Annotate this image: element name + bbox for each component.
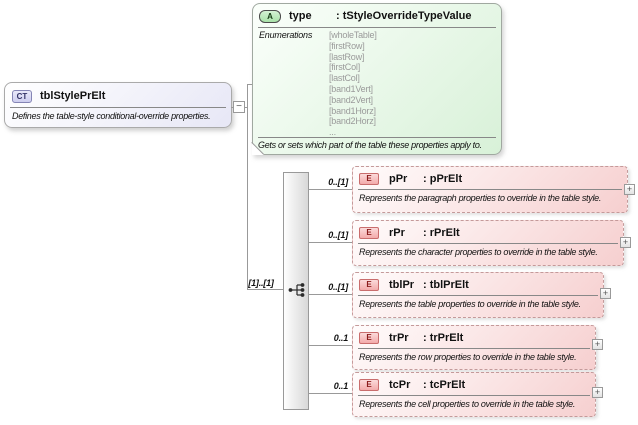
cardinality-label: 0..[1] [328, 177, 348, 187]
divider [10, 107, 226, 108]
sequence-compositor [283, 172, 309, 410]
enumeration-value: [lastRow] [329, 51, 365, 62]
expand-button[interactable]: + [620, 237, 631, 248]
element-name: tblPr [389, 278, 415, 291]
element-name: trPr [389, 331, 409, 344]
element-description: Represents the row properties to overrid… [359, 352, 577, 362]
element-type: : rPrElt [423, 226, 460, 239]
enumerations-list: [wholeTable] [firstRow] [lastRow] [first… [329, 30, 377, 137]
enumeration-value: ... [329, 127, 336, 137]
divider [258, 27, 496, 28]
connector-trunk-line [247, 84, 248, 290]
divider [358, 395, 590, 396]
element-icon: E [359, 331, 379, 344]
enumerations-section: Enumerations [wholeTable] [firstRow] [la… [253, 28, 501, 137]
complex-type-header: CT tblStylePrElt [5, 83, 231, 107]
connector-line [309, 294, 352, 295]
enumeration-value: [wholeTable] [329, 30, 377, 40]
element-box-tblpr: E tblPr : tblPrElt Represents the table … [352, 272, 604, 318]
divider [358, 243, 618, 244]
element-header: E tblPr : tblPrElt [353, 273, 603, 295]
complex-type-box: CT tblStylePrElt Defines the table-style… [4, 82, 232, 128]
connector-attribute-line [248, 84, 253, 85]
element-type: : pPrElt [423, 172, 463, 185]
element-box-trpr: E trPr : trPrElt Represents the row prop… [352, 325, 596, 370]
connector-line [309, 189, 352, 190]
divider [358, 295, 598, 296]
enumerations-label: Enumerations [259, 30, 313, 40]
divider [358, 348, 590, 349]
expand-button[interactable]: + [624, 184, 635, 195]
attribute-type: : tStyleOverrideTypeValue [336, 10, 472, 22]
cardinality-label: 0..[1] [328, 230, 348, 240]
attribute-description: Gets or sets which part of the table the… [258, 140, 482, 150]
attribute-box: A type : tStyleOverrideTypeValue Enumera… [251, 3, 502, 155]
expand-button[interactable]: + [592, 339, 603, 350]
cardinality-label: 0..[1] [328, 282, 348, 292]
element-icon: E [359, 378, 379, 391]
element-header: E pPr : pPrElt [353, 167, 627, 189]
expand-button[interactable]: + [592, 387, 603, 398]
enumeration-value: [lastCol] [329, 73, 360, 84]
element-icon: E [359, 172, 379, 185]
complex-type-name: tblStylePrElt [40, 90, 106, 102]
element-description: Represents the paragraph properties to o… [359, 193, 602, 203]
cardinality-label: 0..1 [333, 381, 348, 391]
element-header: E trPr : trPrElt [353, 326, 595, 348]
divider [258, 137, 496, 138]
sequence-icon [288, 283, 305, 297]
enumeration-value: [band2Vert] [329, 94, 373, 105]
complex-type-description: Defines the table-style conditional-over… [12, 111, 211, 121]
connector-sequence-line [248, 289, 283, 290]
connector-line [309, 393, 352, 394]
enumeration-value: [firstRow] [329, 40, 365, 51]
divider [358, 189, 622, 190]
element-type: : trPrElt [423, 331, 464, 344]
cardinality-label: 0..1 [333, 333, 348, 343]
complex-type-icon: CT [12, 89, 32, 103]
attribute-header: A type : tStyleOverrideTypeValue [253, 4, 501, 27]
enumeration-value: [band1Horz] [329, 105, 376, 116]
enumeration-value: [band2Horz] [329, 116, 376, 127]
element-icon: E [359, 278, 379, 291]
attribute-icon: A [259, 9, 281, 23]
attribute-name: type [289, 10, 312, 22]
element-description: Represents the table properties to overr… [359, 299, 581, 309]
element-type: : tblPrElt [423, 278, 469, 291]
sequence-cardinality-label: [1]..[1] [248, 278, 274, 288]
element-type: : tcPrElt [423, 378, 466, 391]
connector-line [309, 345, 352, 346]
enumeration-value: [firstCol] [329, 62, 361, 73]
element-description: Represents the cell properties to overri… [359, 399, 576, 409]
element-header: E rPr : rPrElt [353, 221, 623, 243]
enumeration-value: [band1Vert] [329, 83, 373, 94]
element-name: tcPr [389, 378, 411, 391]
expand-button[interactable]: + [600, 288, 611, 299]
element-name: pPr [389, 172, 408, 185]
element-description: Represents the character properties to o… [359, 247, 598, 257]
element-icon: E [359, 226, 379, 239]
element-box-ppr: E pPr : pPrElt Represents the paragraph … [352, 166, 628, 213]
element-header: E tcPr : tcPrElt [353, 373, 595, 395]
connector-line [309, 242, 352, 243]
element-box-tcpr: E tcPr : tcPrElt Represents the cell pro… [352, 372, 596, 417]
element-box-rpr: E rPr : rPrElt Represents the character … [352, 220, 624, 266]
collapse-button[interactable]: − [233, 101, 245, 113]
element-name: rPr [389, 226, 405, 239]
